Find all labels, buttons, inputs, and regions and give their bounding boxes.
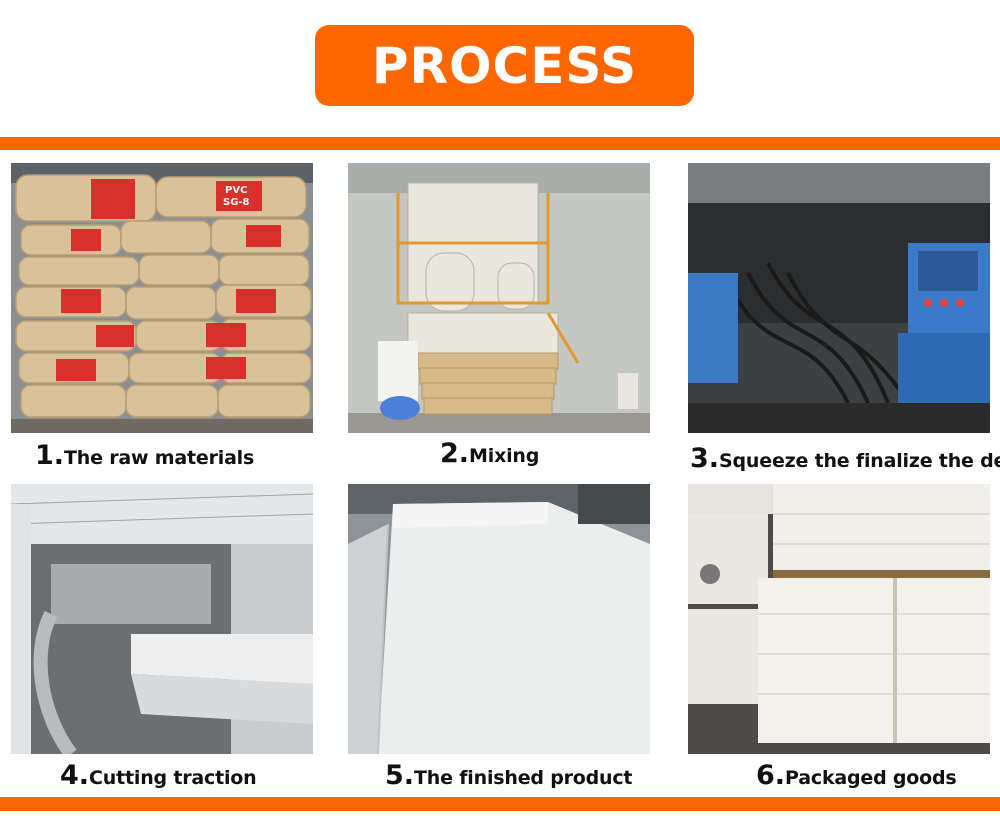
step-2-label: Mixing	[469, 445, 540, 467]
page-title: PROCESS	[371, 36, 638, 95]
bottom-divider-bar	[0, 797, 1000, 811]
step-2-number: 2.	[440, 438, 470, 469]
top-divider-bar	[0, 137, 1000, 150]
step-1-number: 1.	[35, 440, 65, 471]
photo-cutting-traction	[11, 484, 313, 754]
step-1-label: The raw materials	[64, 447, 255, 469]
process-title-banner: PROCESS	[315, 25, 694, 106]
step-3-label: Squeeze the finalize the design	[719, 450, 1000, 472]
step-4-label: Cutting traction	[89, 767, 257, 789]
step-3-number: 3.	[690, 443, 720, 474]
step-5-label: The finished product	[414, 767, 633, 789]
bag-print-grade: SG-8	[223, 197, 250, 208]
bag-print-pvc: PVC	[225, 185, 247, 196]
step-3-caption: 3. Squeeze the finalize the design	[690, 443, 1000, 477]
photo-raw-materials: PVC SG-8	[11, 163, 313, 433]
step-6-label: Packaged goods	[785, 767, 957, 789]
step-6-caption: 6. Packaged goods	[756, 760, 957, 794]
step-4-caption: 4. Cutting traction	[60, 760, 257, 794]
step-2-caption: 2. Mixing	[440, 438, 539, 472]
step-1-caption: 1. The raw materials	[35, 440, 254, 474]
step-4-number: 4.	[60, 760, 90, 791]
photo-extrusion	[688, 163, 990, 433]
photo-mixing	[348, 163, 650, 433]
step-5-number: 5.	[385, 760, 415, 791]
photo-packaged-goods	[688, 484, 990, 754]
photo-finished-product	[348, 484, 650, 754]
step-5-caption: 5. The finished product	[385, 760, 632, 794]
step-6-number: 6.	[756, 760, 786, 791]
